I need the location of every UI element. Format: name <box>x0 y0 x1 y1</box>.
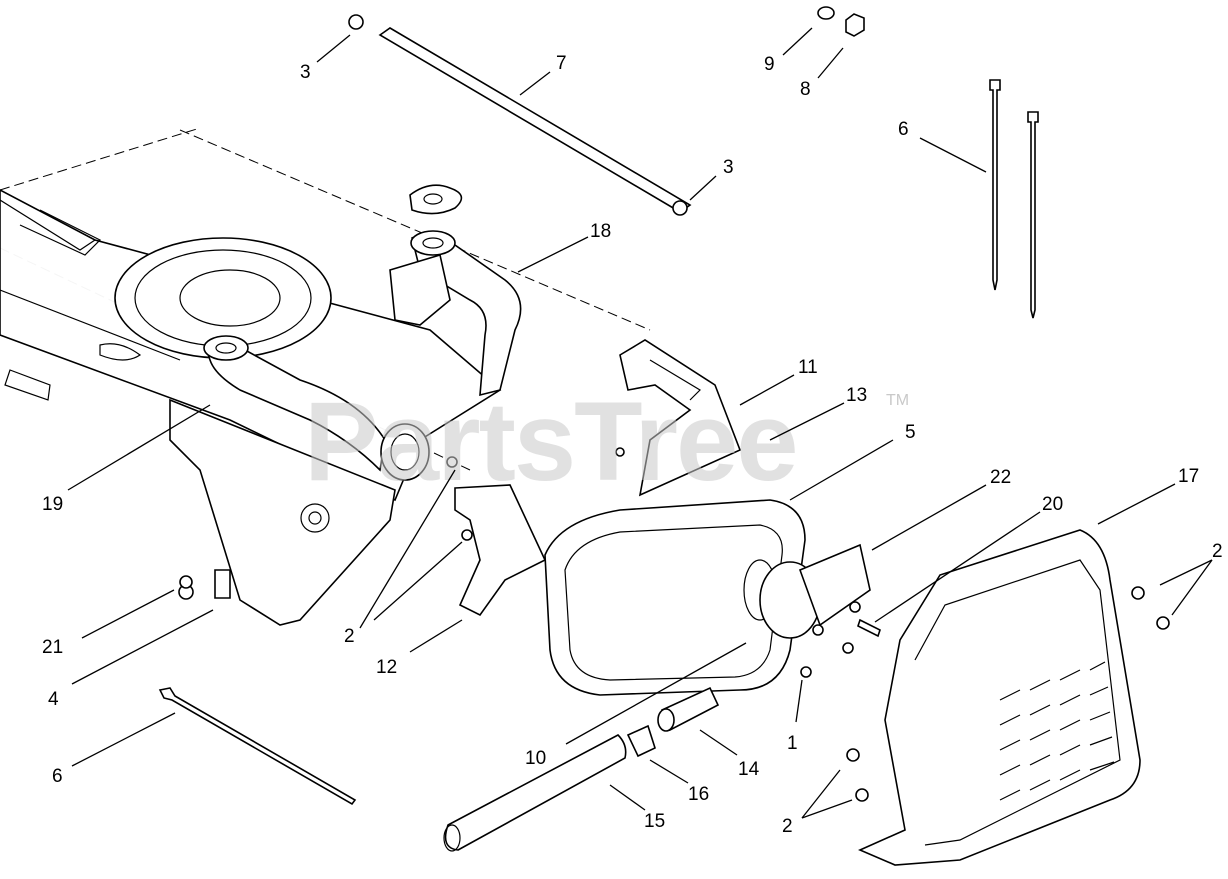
tailpipe <box>443 686 720 852</box>
watermark: PartsTree TM <box>304 379 909 504</box>
frame-chassis <box>0 127 651 626</box>
screws-guard <box>846 586 1170 802</box>
callout-3-top: 3 <box>300 62 311 83</box>
watermark-text: PartsTree <box>304 379 797 504</box>
callout-5: 5 <box>905 422 916 443</box>
callout-19: 19 <box>42 494 63 515</box>
cable-ties <box>158 79 1039 806</box>
callout-14: 14 <box>738 759 760 780</box>
callout-1: 1 <box>787 733 798 754</box>
leader-lines <box>67 27 1213 819</box>
callout-20: 20 <box>1042 494 1063 515</box>
bolts-frame <box>178 569 231 600</box>
watermark-trademark: TM <box>886 392 909 409</box>
callout-2-right: 2 <box>1212 541 1223 562</box>
callout-21: 21 <box>42 637 63 658</box>
tube-7 <box>348 14 692 216</box>
callout-15: 15 <box>644 811 665 832</box>
callout-17: 17 <box>1178 466 1199 487</box>
callout-18: 18 <box>590 221 611 242</box>
gasket-top <box>409 184 463 215</box>
callout-7: 7 <box>556 53 567 74</box>
callout-6-top: 6 <box>898 119 909 140</box>
callout-6-bottom: 6 <box>52 766 63 787</box>
callouts: 3 7 9 8 6 3 18 11 13 5 22 17 20 2 19 21 … <box>42 53 1223 837</box>
callout-11: 11 <box>798 357 818 378</box>
callout-9: 9 <box>764 54 775 75</box>
heat-shield-bracket <box>615 339 742 497</box>
callout-2-bottom: 2 <box>782 816 793 837</box>
callout-12: 12 <box>376 657 397 678</box>
callout-4: 4 <box>48 689 59 710</box>
guard-slots <box>999 661 1115 801</box>
muffler-guard <box>858 529 1141 866</box>
outlet-flange <box>759 543 881 678</box>
callout-2-center: 2 <box>344 626 355 647</box>
callout-3-right: 3 <box>723 157 734 178</box>
nut-washer <box>817 6 865 37</box>
muffler-bracket <box>446 456 547 617</box>
callout-10: 10 <box>525 748 546 769</box>
exhaust-pipe-lower <box>203 335 430 481</box>
callout-13: 13 <box>846 385 867 406</box>
callout-22: 22 <box>990 467 1011 488</box>
callout-16: 16 <box>688 784 709 805</box>
callout-8: 8 <box>800 79 811 100</box>
exhaust-pipe <box>389 230 522 397</box>
